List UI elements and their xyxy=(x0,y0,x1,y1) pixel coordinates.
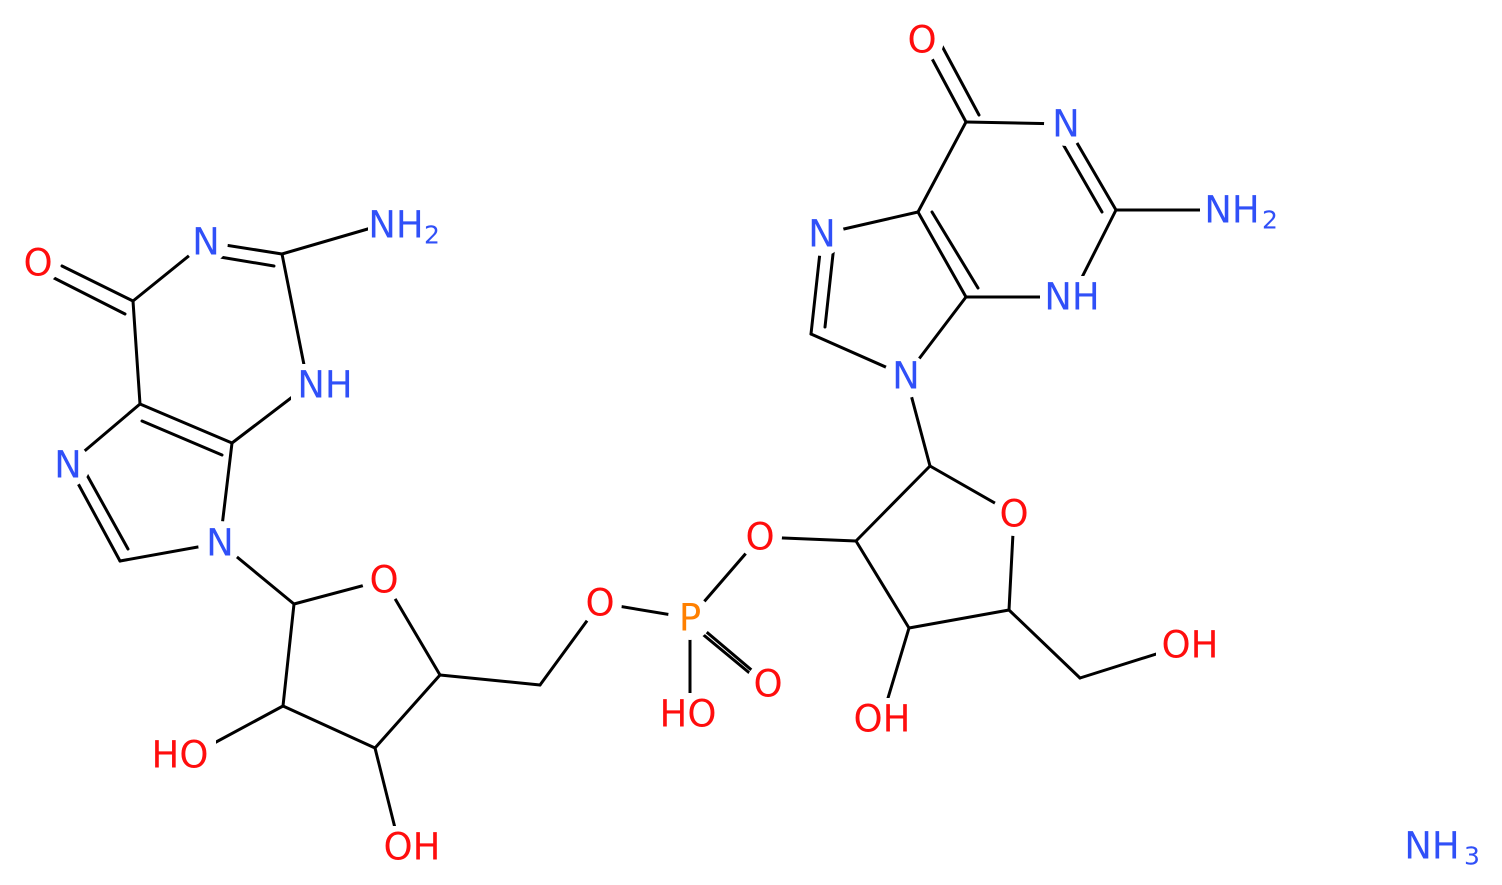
linker-3-oxygen-label: O xyxy=(745,516,774,559)
phosphate-hydroxyl: HO xyxy=(653,693,723,736)
left-ring-oxygen: O xyxy=(362,558,406,602)
right-n7-nitrogen: N xyxy=(800,212,844,256)
right-hydroxymethyl-label: OH xyxy=(1162,624,1219,667)
left-n1-nitrogen: N xyxy=(184,220,228,264)
right-n7-nitrogen-label: N xyxy=(808,213,836,256)
left-nh-label: NH xyxy=(297,364,353,407)
ammonia-molecule: NH 3 xyxy=(1404,825,1480,871)
left-carbonyl-oxygen-label: O xyxy=(23,242,52,285)
left-amino-label: NH xyxy=(368,204,424,247)
right-nh-label: NH xyxy=(1044,276,1100,319)
left-carbonyl-oxygen: O xyxy=(16,241,60,285)
phosphorus-label: P xyxy=(679,597,701,640)
left-3-hydroxyl: OH xyxy=(377,826,447,869)
right-n9-nitrogen: N xyxy=(884,354,928,398)
left-2-hydroxyl: HO xyxy=(146,734,216,777)
left-amino-subscript: 2 xyxy=(424,221,440,250)
ammonia-label: NH xyxy=(1404,825,1460,868)
right-amino-subscript: 2 xyxy=(1262,206,1278,235)
right-nh-group: NH xyxy=(1040,276,1110,319)
right-amino-label: NH xyxy=(1204,189,1260,232)
left-n7-nitrogen: N xyxy=(46,443,90,487)
atom-labels: O N NH 2 NH N N O HO xyxy=(16,18,1480,871)
right-ring-oxygen-label: O xyxy=(999,493,1028,536)
right-n1-nitrogen: N xyxy=(1044,102,1088,146)
right-n9-nitrogen-label: N xyxy=(892,355,920,398)
right-amino-group: NH 2 xyxy=(1200,189,1284,235)
ammonia-subscript: 3 xyxy=(1464,842,1480,871)
bond-lines xyxy=(52,31,1234,850)
left-n7-nitrogen-label: N xyxy=(54,444,82,487)
phosphate-double-oxygen-label: O xyxy=(753,663,782,706)
phosphate-double-oxygen: O xyxy=(746,662,790,706)
phosphate-hydroxyl-label: HO xyxy=(660,693,717,736)
right-hydroxymethyl-oxygen: OH xyxy=(1156,624,1226,667)
phosphorus-atom: P xyxy=(668,596,712,640)
right-2-hydroxyl: OH xyxy=(848,698,918,741)
left-nh-group: NH xyxy=(291,364,359,407)
left-3-hydroxyl-label: OH xyxy=(384,826,441,869)
linker-5-oxygen-label: O xyxy=(585,582,614,625)
left-n9-nitrogen: N xyxy=(198,521,242,565)
linker-3-oxygen: O xyxy=(738,515,782,559)
right-n1-nitrogen-label: N xyxy=(1052,103,1080,146)
left-n9-nitrogen-label: N xyxy=(206,522,234,565)
left-n1-nitrogen-label: N xyxy=(192,221,220,264)
left-amino-group: NH 2 xyxy=(368,204,444,250)
right-ring-oxygen: O xyxy=(992,492,1036,536)
right-carbonyl-oxygen-label: O xyxy=(907,19,936,62)
left-2-hydroxyl-label: HO xyxy=(152,734,209,777)
right-2-hydroxyl-label: OH xyxy=(854,698,911,741)
right-carbonyl-oxygen: O xyxy=(900,18,944,62)
linker-5-oxygen: O xyxy=(578,581,622,625)
left-ring-oxygen-label: O xyxy=(369,559,398,602)
